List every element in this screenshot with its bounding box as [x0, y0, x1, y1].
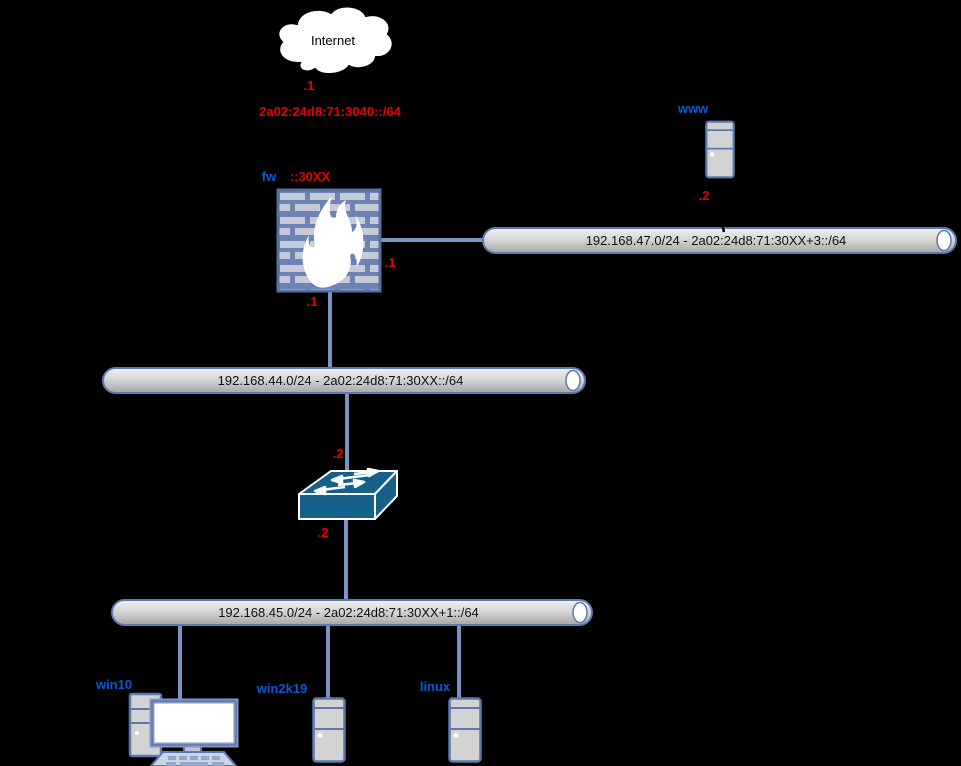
network-links — [178, 238, 486, 702]
transit-network-label: 192.168.44.0/24 - 2a02:24d8:71:30XX::/64 — [217, 373, 464, 388]
firewall-icon — [276, 188, 382, 293]
segment-lan — [111, 599, 593, 626]
link-internet-firewall — [304, 69, 330, 192]
win10-label: win10 — [95, 677, 133, 692]
switch-uplink-interface-label: .2 — [332, 446, 344, 461]
internet-label: Internet — [310, 33, 356, 48]
dmz-network-label: 192.168.47.0/24 - 2a02:24d8:71:30XX+3::/… — [585, 233, 847, 248]
www-label: www — [677, 101, 709, 116]
linux-label: linux — [419, 679, 451, 694]
switch-icon — [298, 467, 398, 520]
www-interface-label: .2 — [698, 188, 710, 203]
server-win2k19-icon — [312, 697, 346, 763]
server-www-icon — [705, 120, 735, 179]
workstation-win10-icon — [128, 692, 239, 766]
segment-transit — [102, 367, 586, 394]
internet-interface-label: .1 — [303, 78, 315, 93]
firewall-inside-interface-label: .1 — [306, 294, 318, 309]
firewall-address-label: ::30XX — [289, 169, 331, 184]
switch-downlink-interface-label: .2 — [317, 525, 329, 540]
switch-arrows-icon — [313, 467, 380, 496]
link-www-dmz — [709, 178, 726, 233]
internet-cloud-icon — [277, 5, 394, 75]
lan-network-label: 192.168.45.0/24 - 2a02:24d8:71:30XX+1::/… — [218, 605, 479, 620]
win2k19-label: win2k19 — [256, 681, 308, 696]
firewall-dmz-interface-label: .1 — [384, 255, 396, 270]
server-linux-icon — [448, 697, 482, 763]
segment-dmz — [482, 227, 957, 254]
wan-network-label: 2a02:24d8:71:3040::/64 — [259, 104, 401, 119]
firewall-label: fw — [261, 169, 277, 184]
flame-icon — [302, 196, 364, 288]
